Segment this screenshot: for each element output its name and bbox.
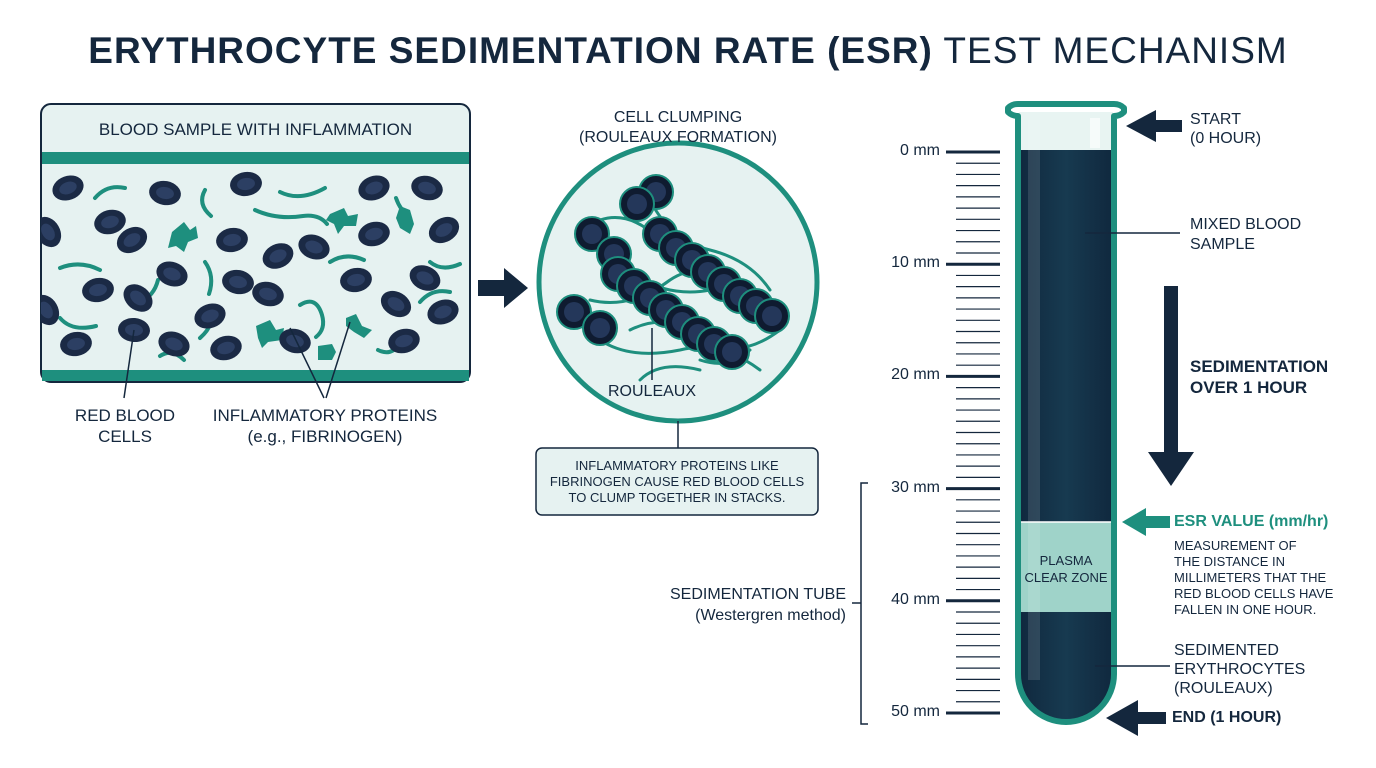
esr-desc-line4: RED BLOOD CELLS HAVE bbox=[1174, 586, 1334, 601]
sedimented-label-line2: ERYTHROCYTES bbox=[1174, 661, 1306, 678]
sed-label-line2: OVER 1 HOUR bbox=[1190, 378, 1308, 397]
sedimented-cells bbox=[1019, 612, 1113, 721]
note-line3: TO CLUMP TOGETHER IN STACKS. bbox=[568, 490, 786, 505]
tube-label: SEDIMENTATION TUBE (Westergren method) bbox=[640, 584, 846, 626]
sedimentation-label: SEDIMENTATION OVER 1 HOUR bbox=[1190, 356, 1328, 398]
blood-sample-heading: BLOOD SAMPLE WITH INFLAMMATION bbox=[98, 120, 413, 139]
rouleaux-label: ROULEAUX bbox=[607, 383, 697, 400]
title-bold: ERYTHROCYTE SEDIMENTATION RATE (ESR) bbox=[88, 30, 933, 71]
rbc-label-line1: RED BLOOD bbox=[74, 406, 176, 425]
tube-annotations bbox=[1085, 110, 1194, 736]
rbc-label-line2: CELLS bbox=[98, 427, 152, 446]
clumping-heading-line1: CELL CLUMPING bbox=[613, 109, 743, 126]
diagram-title: ERYTHROCYTE SEDIMENTATION RATE (ESR) TES… bbox=[0, 30, 1376, 72]
proteins-label: INFLAMMATORY PROTEINS (e.g., FIBRINOGEN) bbox=[200, 405, 450, 447]
start-arrow-icon bbox=[1126, 110, 1182, 142]
rouleaux-circle-panel bbox=[535, 140, 820, 516]
plasma-label-line2: CLEAR ZONE bbox=[1024, 570, 1108, 585]
sedimentation-tube bbox=[1005, 101, 1127, 725]
mm-scale bbox=[852, 150, 1000, 725]
esr-desc-line3: MILLIMETERS THAT THE bbox=[1174, 570, 1327, 585]
end-label: END (1 HOUR) bbox=[1172, 709, 1282, 726]
down-arrow-icon bbox=[1148, 286, 1194, 486]
mixed-label-line2: SAMPLE bbox=[1190, 236, 1255, 253]
rbc-label: RED BLOOD CELLS bbox=[60, 405, 190, 447]
esr-desc-line5: FALLEN IN ONE HOUR. bbox=[1174, 602, 1317, 617]
blood-sample-panel bbox=[40, 103, 471, 399]
sedimented-label-line3: (ROULEAUX) bbox=[1174, 680, 1273, 697]
start-label-line2: (0 HOUR) bbox=[1190, 130, 1262, 147]
tick-label-30: 30 mm bbox=[891, 478, 940, 496]
arrow-right-icon bbox=[478, 268, 528, 308]
start-label: START (0 HOUR) bbox=[1190, 110, 1261, 148]
esr-desc-line2: THE DISTANCE IN bbox=[1174, 554, 1285, 569]
start-label-line1: START bbox=[1190, 111, 1241, 128]
proteins-label-line2: (e.g., FIBRINOGEN) bbox=[247, 427, 403, 446]
mixed-sample-label: MIXED BLOOD SAMPLE bbox=[1190, 215, 1301, 255]
clumping-heading-line2: (ROULEAUX FORMATION) bbox=[579, 129, 777, 146]
sed-label-line1: SEDIMENTATION bbox=[1190, 357, 1329, 376]
tick-label-50: 50 mm bbox=[891, 703, 940, 720]
plasma-label-line1: PLASMA bbox=[1039, 553, 1093, 568]
sedimented-label: SEDIMENTED ERYTHROCYTES (ROULEAUX) bbox=[1174, 641, 1305, 698]
panel1-pointers bbox=[123, 321, 351, 399]
proteins-label-line1: INFLAMMATORY PROTEINS bbox=[212, 406, 438, 425]
esr-arrow-icon bbox=[1122, 508, 1170, 536]
tick-label-0: 0 mm bbox=[900, 142, 940, 159]
tube-label-line2: (Westergren method) bbox=[695, 607, 846, 624]
tick-label-20: 20 mm bbox=[891, 366, 940, 384]
tick-label-40: 40 mm bbox=[891, 590, 940, 608]
end-arrow-icon bbox=[1106, 700, 1166, 736]
protein-blobs bbox=[168, 206, 414, 360]
rouleaux-note-text: INFLAMMATORY PROTEINS LIKE FIBRINOGEN CA… bbox=[538, 458, 816, 506]
title-rest: TEST MECHANISM bbox=[943, 30, 1288, 71]
tube-label-line1: SEDIMENTATION TUBE bbox=[669, 586, 846, 603]
esr-value-title: ESR VALUE (mm/hr) bbox=[1174, 513, 1329, 530]
mixed-label-line1: MIXED BLOOD bbox=[1190, 216, 1302, 233]
sedimented-label-line1: SEDIMENTED bbox=[1174, 642, 1279, 659]
esr-description: MEASUREMENT OF THE DISTANCE IN MILLIMETE… bbox=[1174, 538, 1333, 618]
note-line1: INFLAMMATORY PROTEINS LIKE bbox=[575, 458, 779, 473]
tick-label-10: 10 mm bbox=[891, 254, 940, 272]
plasma-label: PLASMA CLEAR ZONE bbox=[1019, 552, 1113, 586]
clumping-heading: CELL CLUMPING (ROULEAUX FORMATION) bbox=[548, 108, 808, 148]
esr-desc-line1: MEASUREMENT OF bbox=[1174, 538, 1297, 553]
rouleaux-note-box bbox=[535, 447, 819, 516]
blood-cells-field bbox=[41, 169, 464, 364]
note-line2: FIBRINOGEN CAUSE RED BLOOD CELLS bbox=[549, 474, 805, 489]
plasma-zone bbox=[1019, 522, 1113, 612]
